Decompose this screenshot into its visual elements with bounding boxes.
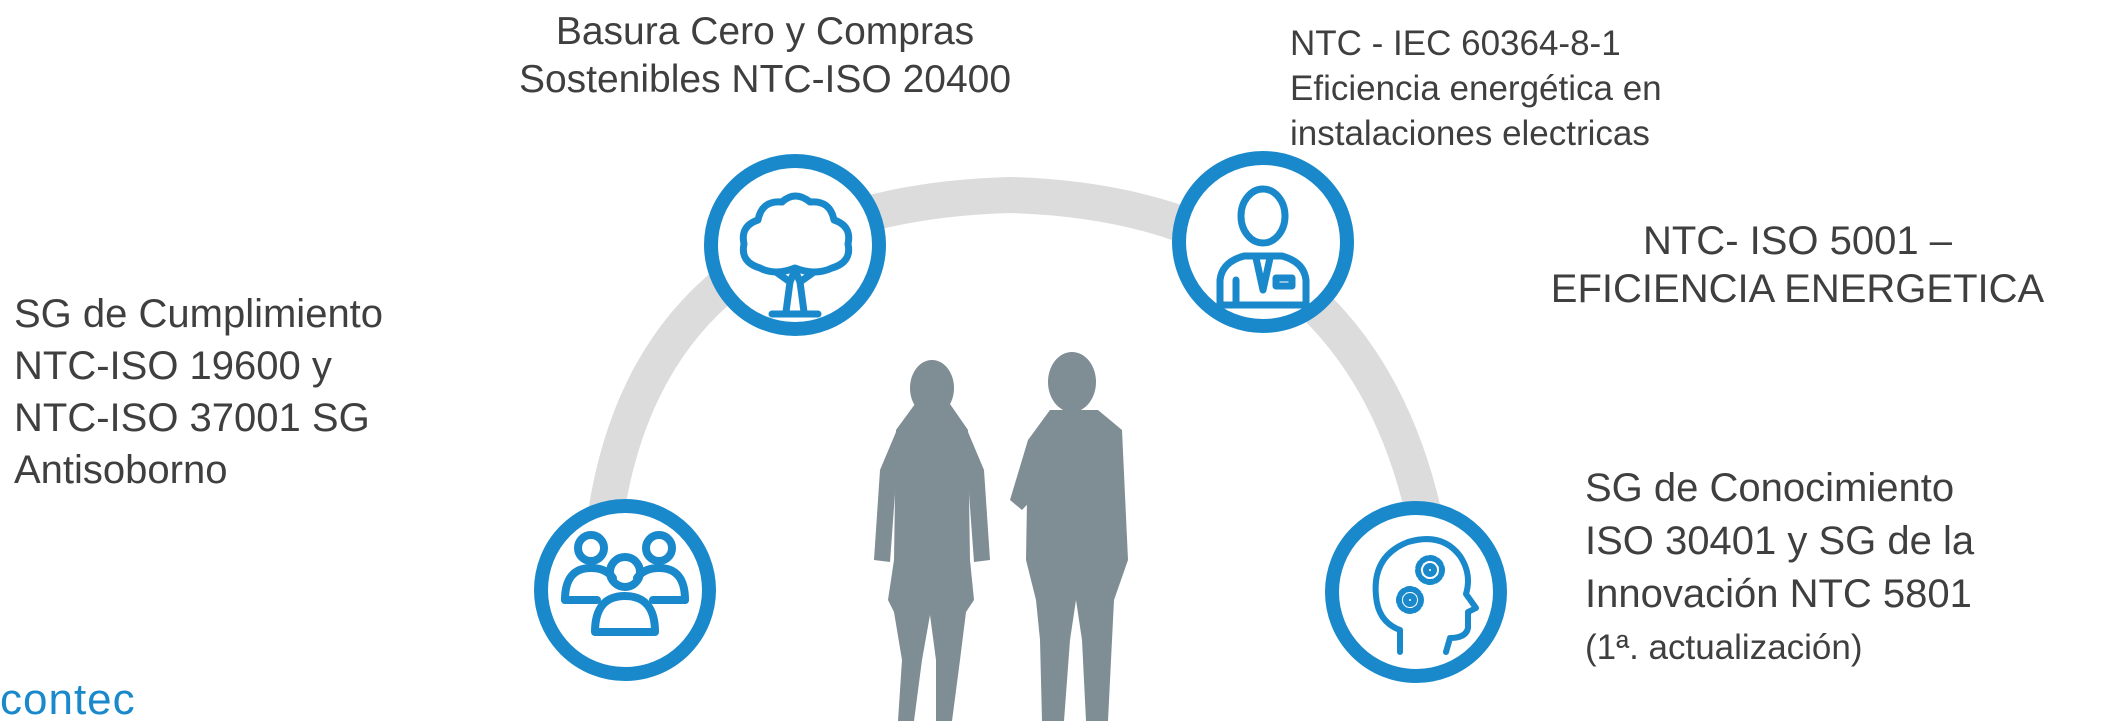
label-basura-cero: Basura Cero y Compras Sostenibles NTC-IS… <box>455 8 1075 103</box>
label-ntc-iec: NTC - IEC 60364-8-1 Eficiencia energétic… <box>1290 22 1810 156</box>
label-line: instalaciones electricas <box>1290 113 1650 153</box>
people-group-icon <box>534 499 716 681</box>
label-line: Basura Cero y Compras <box>555 10 975 53</box>
label-sg-cumplimiento: SG de Cumplimiento NTC-ISO 19600 y NTC-I… <box>14 288 494 496</box>
man-silhouette <box>1010 352 1128 721</box>
label-line: Sostenibles NTC-ISO 20400 <box>518 57 1012 101</box>
label-line: NTC- ISO 5001 – <box>1642 219 1952 263</box>
silhouettes <box>874 352 1128 721</box>
label-line: ISO 30401 y SG de la <box>1585 518 1975 563</box>
label-line: NTC - IEC 60364-8-1 <box>1290 24 1621 63</box>
label-line: NTC-ISO 19600 y <box>14 344 332 388</box>
woman-silhouette <box>874 360 990 721</box>
label-line: EFICIENCIA ENERGETICA <box>1550 267 2045 311</box>
arch <box>587 176 1448 549</box>
tree-icon <box>704 154 886 336</box>
businessman-icon <box>1172 151 1354 333</box>
contec-logo: contec <box>0 675 136 724</box>
label-line: Eficiencia energética en <box>1290 68 1662 108</box>
label-line: SG de Conocimiento <box>1585 466 1955 510</box>
label-eficiencia-energetica: NTC- ISO 5001 – EFICIENCIA ENERGETICA <box>1480 217 2115 313</box>
label-line-small: (1ª. actualización) <box>1585 628 1863 668</box>
label-line: Innovación NTC 5801 <box>1585 571 1972 616</box>
head-gears-icon <box>1325 501 1507 683</box>
label-line: NTC-ISO 37001 SG <box>14 396 370 440</box>
label-sg-conocimiento: SG de Conocimiento ISO 30401 y SG de la … <box>1585 462 2105 673</box>
label-line: SG de Cumplimiento <box>14 292 384 336</box>
label-line: Antisoborno <box>14 448 228 492</box>
